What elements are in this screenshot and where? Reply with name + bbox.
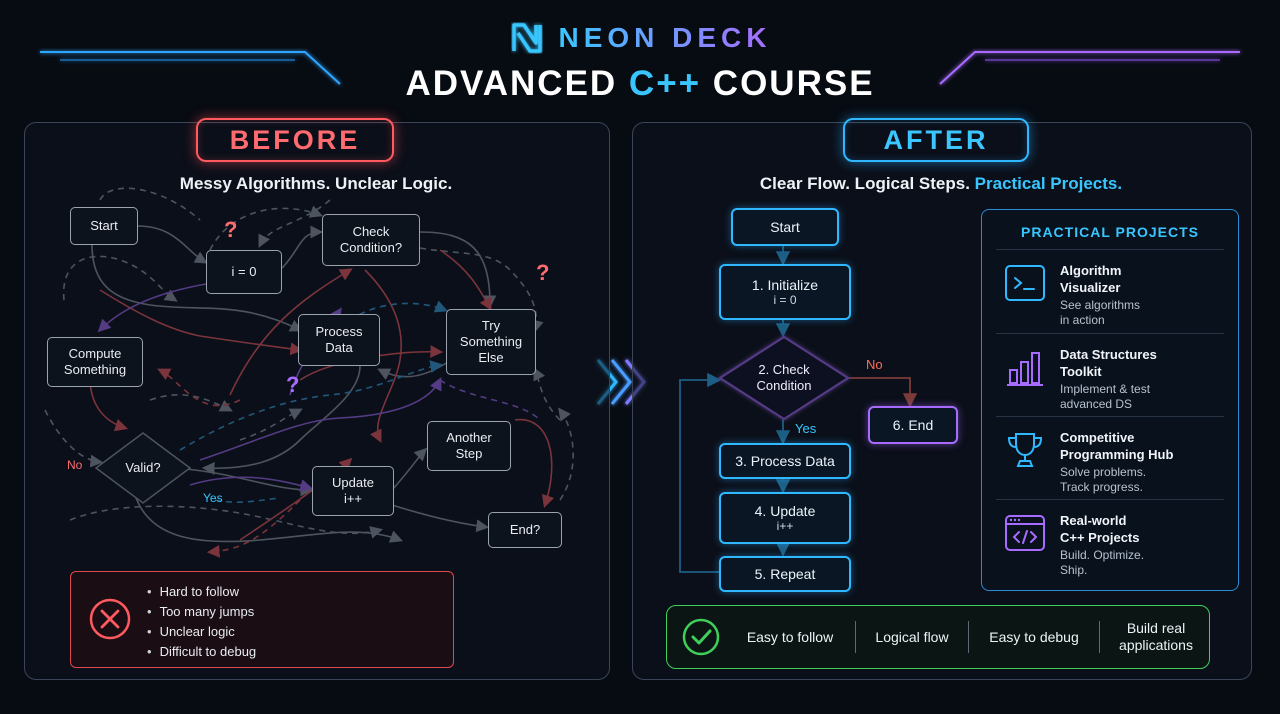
messy-node-end: End? — [488, 512, 562, 548]
project-desc: Implement & test advanced DS — [1060, 382, 1151, 411]
after-subtitle-highlight: Practical Projects. — [974, 174, 1123, 193]
flow-end: 6. End — [868, 406, 958, 444]
divider — [996, 416, 1224, 417]
before-label: BEFORE — [196, 118, 394, 162]
title-suffix: COURSE — [701, 64, 875, 103]
messy-node-process: Process Data — [298, 314, 380, 366]
messy-node-update: Update i++ — [312, 466, 394, 516]
benefit-item: Build real applications — [1119, 620, 1193, 653]
flow-yes-label: Yes — [795, 421, 817, 436]
practical-projects-panel: PRACTICAL PROJECTS Algorithm Visualizer … — [981, 209, 1239, 591]
messy-node-compute: Compute Something — [47, 337, 143, 387]
messy-yes-label: Yes — [203, 491, 223, 505]
title-prefix: ADVANCED — [405, 64, 629, 103]
project-item[interactable]: Competitive Programming Hub Solve proble… — [1004, 429, 1224, 495]
divider — [996, 249, 1224, 250]
messy-node-valid-label: Valid? — [125, 460, 161, 475]
after-label: AFTER — [843, 118, 1029, 162]
messy-no-label: No — [67, 458, 83, 472]
question-mark-icon: ? — [224, 217, 238, 242]
flow-initialize: 1. Initialize i = 0 — [719, 264, 851, 320]
divider — [855, 621, 856, 653]
messy-node-start: Start — [70, 207, 138, 245]
flow-update: 4. Update i++ — [719, 492, 851, 544]
header-streak-left — [40, 51, 341, 85]
flow-start: Start — [731, 208, 839, 246]
issue-item: Hard to follow — [147, 582, 256, 602]
benefits-bar: Easy to follow Logical flow Easy to debu… — [666, 605, 1210, 669]
code-window-icon — [1005, 515, 1045, 551]
question-mark-icon: ? — [286, 372, 300, 397]
course-title: ADVANCED C++ COURSE — [0, 64, 1280, 104]
benefit-item: Logical flow — [875, 628, 949, 645]
flow-initialize-title: 1. Initialize — [751, 277, 819, 293]
question-mark-icon: ? — [536, 260, 550, 285]
header-streak-right — [939, 51, 1240, 85]
project-title: Algorithm Visualizer — [1060, 263, 1122, 295]
project-desc: Build. Optimize. Ship. — [1060, 548, 1145, 577]
messy-node-init: i = 0 — [206, 250, 282, 294]
issues-list: Hard to follow Too many jumps Unclear lo… — [147, 582, 257, 662]
after-subtitle: Clear Flow. Logical Steps. Practical Pro… — [632, 174, 1250, 194]
before-subtitle: Messy Algorithms. Unclear Logic. — [179, 174, 453, 193]
after-subtitle-main: Clear Flow. Logical Steps. — [759, 174, 975, 193]
issues-box: Hard to follow Too many jumps Unclear lo… — [70, 571, 454, 668]
trophy-icon — [1007, 433, 1043, 467]
check-circle-icon — [682, 618, 720, 656]
brand-name: NEON DECK — [558, 22, 772, 53]
divider — [996, 499, 1224, 500]
messy-node-try: Try Something Else — [446, 309, 536, 375]
issue-item: Too many jumps — [147, 602, 256, 622]
project-title: Data Structures Toolkit — [1060, 347, 1157, 379]
project-item[interactable]: Data Structures Toolkit Implement & test… — [1004, 346, 1224, 412]
benefit-item: Easy to debug — [989, 628, 1079, 645]
flow-initialize-sub: i = 0 — [773, 293, 797, 307]
flow-no-label: No — [866, 357, 883, 372]
flow-update-sub: i++ — [776, 519, 794, 533]
project-title: Real-world C++ Projects — [1060, 513, 1140, 545]
flow-check-label: 2. Check Condition — [756, 362, 812, 393]
project-title: Competitive Programming Hub — [1060, 430, 1174, 462]
flow-process: 3. Process Data — [719, 443, 851, 479]
terminal-icon — [1005, 265, 1045, 301]
project-desc: Solve problems. Track progress. — [1060, 465, 1147, 494]
title-highlight: C++ — [628, 64, 702, 103]
projects-heading: PRACTICAL PROJECTS — [1021, 224, 1199, 240]
brand-header: NEON DECK — [0, 18, 1280, 58]
divider — [968, 621, 969, 653]
issue-item: Unclear logic — [147, 622, 256, 642]
flow-repeat: 5. Repeat — [719, 556, 851, 592]
divider — [996, 333, 1224, 334]
flow-update-title: 4. Update — [754, 503, 816, 519]
bar-chart-icon — [1007, 352, 1043, 386]
issue-item: Difficult to debug — [147, 642, 257, 662]
project-desc: See algorithms in action — [1060, 298, 1141, 327]
n-logo-icon — [512, 23, 543, 53]
x-circle-icon — [89, 598, 131, 640]
project-item[interactable]: Algorithm Visualizer See algorithms in a… — [1004, 262, 1224, 328]
project-item[interactable]: Real-world C++ Projects Build. Optimize.… — [1004, 512, 1224, 578]
messy-node-another: Another Step — [427, 421, 511, 471]
divider — [1099, 621, 1100, 653]
messy-node-check: Check Condition? — [322, 214, 420, 266]
benefit-item: Easy to follow — [746, 628, 834, 645]
